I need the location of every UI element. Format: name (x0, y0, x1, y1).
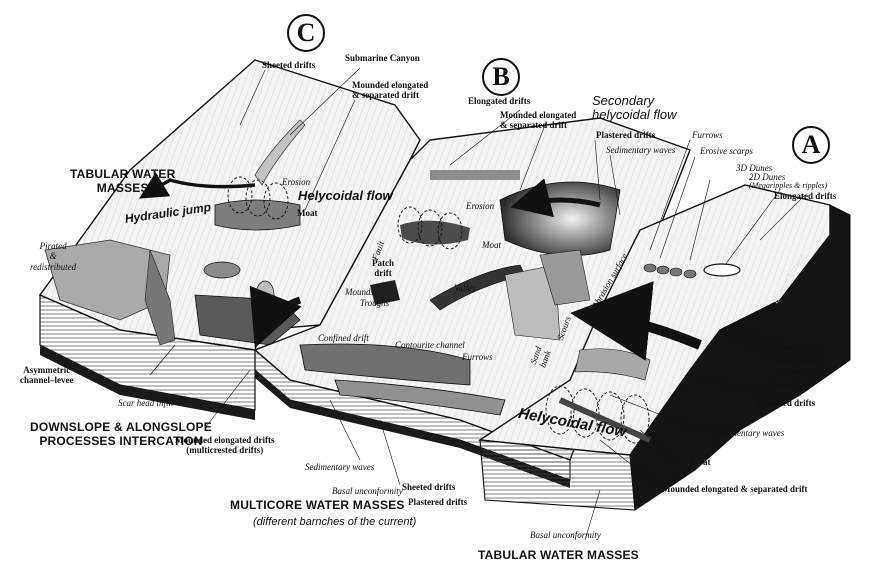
label-comet-marks: Comet marks (770, 343, 818, 353)
label-moat-c: Moat (297, 208, 318, 218)
label-multicore-water-masses: MULTICORE WATER MASSES (230, 498, 405, 512)
label-mounded-elongated-b: Mounded elongated & separated drift (500, 110, 577, 131)
label-submarine-canyon: Submarine Canyon (345, 53, 420, 63)
label-2d-dunes: 2D Dunes (749, 172, 786, 182)
label-multicore-subtitle: (different barnches of the current) (253, 516, 417, 528)
block-a (477, 184, 851, 511)
label-sedimentary-waves-b: Sedimentary waves (606, 145, 676, 155)
label-sand-sheets: Sand sheets (or tongue) (776, 356, 819, 377)
label-secondary-helycoidal-flow: Secondary helycoidal flow (592, 93, 677, 122)
label-plastered-drifts-a: Plastered drifts (756, 398, 816, 408)
label-pirated-redistributed: Pirated & redistributed (30, 241, 77, 272)
label-sedimentary-waves-bottom: Sedimentary waves (305, 462, 375, 472)
label-helycoidal-flow-c: Helycoidal flow (298, 188, 393, 203)
label-asymmetric-channel-levee: Asymmetric channel–levee (20, 365, 74, 386)
label-mounded-elongated-a: Mounded elongated & separated drift (662, 484, 808, 494)
label-basal-unconformity-a: Basal unconformity (530, 530, 601, 540)
label-gravel-lag: Gravel lag (770, 381, 809, 391)
block-c (38, 59, 421, 420)
label-confined-drift: Confined drift (318, 333, 369, 343)
label-elongated-drifts-a: Elongated drifts (774, 191, 837, 201)
label-megaripples: (Megaripples & ripples) (749, 181, 828, 190)
label-troughs: Troughs (360, 298, 390, 308)
label-erosion-b: Erosion (466, 201, 495, 211)
label-scar-head-infill: Scar head infill (118, 398, 174, 408)
block-c-badge: C (287, 14, 325, 52)
label-furrows-b: Furrows (462, 352, 493, 362)
hydraulic-jump-arrow (138, 172, 256, 199)
label-downslope-alongslope: DOWNSLOPE & ALONGSLOPE PROCESSES INTERCA… (30, 420, 212, 448)
label-patch-drift: Patch drift (372, 258, 394, 279)
label-3d-dunes: 3D Dunes (736, 163, 773, 173)
label-tabular-water-masses-a: TABULAR WATER MASSES (478, 548, 639, 562)
label-sheeted-drifts-top: Sheeted drifts (262, 60, 316, 70)
label-erosive-scarps: Erosive scarps (700, 146, 753, 156)
label-furrows-a: Furrows (692, 130, 723, 140)
label-elongated-drifts-b: Elongated drifts (468, 96, 531, 106)
label-moat-b: Moat (482, 240, 501, 250)
label-mounded-multicrested: Mounded elongated drifts (multicrested d… (175, 435, 275, 456)
block-a-badge: A (792, 126, 830, 164)
label-erosion-c: Erosion (282, 177, 311, 187)
label-plastered-drifts-bottom: Plastered drifts (408, 497, 468, 507)
label-basal-unconformity-b: Basal unconformity (332, 486, 403, 496)
label-mounded-elongated-c: Mounded elongated & separated drift (352, 80, 429, 101)
label-plastered-drifts-b: Plastered drifts (596, 130, 656, 140)
label-mounds: Mounds (345, 287, 374, 297)
secondary-helycoidal-vortex (499, 181, 621, 257)
label-tabular-water-masses-c: TABULAR WATER MASSES (70, 167, 176, 195)
label-contourite-channel: Contourite channel (395, 340, 465, 350)
label-sheeted-drifts-bottom: Sheeted drifts (402, 482, 456, 492)
block-a-front-face (479, 439, 636, 511)
block-b-badge: B (482, 58, 520, 96)
label-sedimentary-waves-a: Sedimentary waves (715, 428, 785, 438)
label-moat-a: Moat (690, 457, 711, 467)
label-valley: Valley (454, 283, 476, 293)
